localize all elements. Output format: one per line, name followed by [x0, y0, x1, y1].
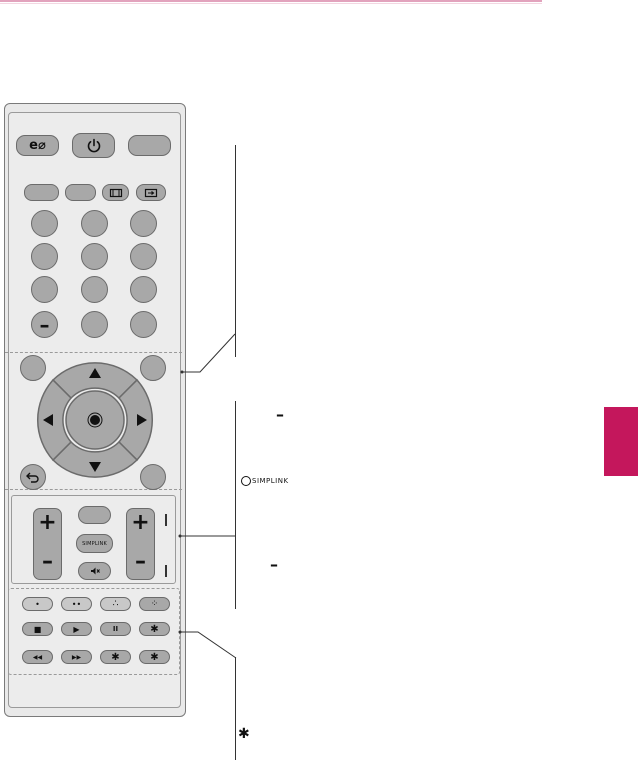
- navigation-ring: [36, 362, 154, 478]
- input-top-button[interactable]: [128, 135, 171, 156]
- bracket-line-2: [235, 401, 236, 609]
- legend-simplink-label: SIMPLINK: [252, 477, 289, 485]
- bracket-line-3: [235, 657, 236, 760]
- number-key-1[interactable]: [31, 210, 58, 237]
- ok-ring-icon: [87, 412, 103, 428]
- red-key-label: •: [35, 599, 40, 609]
- list-button[interactable]: [65, 184, 96, 201]
- tv-rad-button[interactable]: [24, 184, 59, 201]
- nav-section-box: [5, 352, 182, 490]
- volume-up-icon: +: [38, 510, 57, 535]
- number-key-0[interactable]: [81, 311, 108, 338]
- green-key[interactable]: ••: [61, 597, 92, 611]
- number-key-9[interactable]: [130, 276, 157, 303]
- blue-key-label: ⁘: [150, 599, 159, 609]
- stop-key[interactable]: ■: [22, 622, 53, 636]
- stop-icon: ■: [33, 624, 42, 634]
- legend-simplink: SIMPLINK: [241, 476, 289, 486]
- input-button[interactable]: [136, 184, 166, 201]
- blue-key[interactable]: ⁘: [139, 597, 170, 611]
- nav-left-button[interactable]: [36, 378, 73, 462]
- ok-icon: [90, 415, 100, 425]
- fast-forward-key[interactable]: ▶▶: [61, 650, 92, 664]
- green-key-label: ••: [71, 599, 82, 609]
- top-rule-light: [0, 3, 542, 4]
- fav-button[interactable]: [78, 506, 111, 524]
- arrow-up-icon: [89, 368, 101, 378]
- rewind-key[interactable]: ◀◀: [22, 650, 53, 664]
- volume-section-box: [11, 495, 176, 584]
- arrow-right-icon: [137, 414, 147, 426]
- channel-rocker[interactable]: + –: [126, 508, 155, 580]
- top-rule: [0, 0, 542, 2]
- number-key-4[interactable]: [31, 243, 58, 270]
- energy-saving-label: e⌀: [29, 138, 46, 153]
- number-key-5[interactable]: [81, 243, 108, 270]
- number-key-6[interactable]: [130, 243, 157, 270]
- play-icon: ▶: [73, 624, 80, 634]
- channel-up-indicator: [165, 514, 167, 526]
- quick-view-key[interactable]: [130, 311, 157, 338]
- power-button[interactable]: [72, 133, 115, 158]
- number-key-3[interactable]: [130, 210, 157, 237]
- leader-line-3: [178, 630, 237, 659]
- legend-minus-2: –: [270, 555, 278, 574]
- play-key[interactable]: ▶: [61, 622, 92, 636]
- channel-down-icon: –: [135, 549, 146, 574]
- minus-key[interactable]: –: [31, 311, 58, 338]
- ratio-icon: [109, 188, 122, 197]
- star-icon: ✱: [150, 651, 159, 663]
- legend-star: ✱: [238, 726, 250, 742]
- star-key-1[interactable]: ✱: [139, 622, 170, 636]
- number-key-7[interactable]: [31, 276, 58, 303]
- home-button[interactable]: [20, 355, 46, 381]
- star-key-2[interactable]: ✱: [100, 650, 131, 664]
- chapter-side-tab: [604, 407, 638, 476]
- red-key[interactable]: •: [22, 597, 53, 611]
- energy-saving-button[interactable]: e⌀: [16, 135, 59, 156]
- star-icon: ✱: [150, 623, 159, 635]
- volume-rocker[interactable]: + –: [33, 508, 62, 580]
- input-icon: [144, 188, 158, 197]
- star-icon: ✱: [111, 651, 120, 663]
- star-key-3[interactable]: ✱: [139, 650, 170, 664]
- channel-down-indicator: [165, 565, 167, 577]
- q-menu-button[interactable]: [140, 355, 166, 381]
- legend-minus-1: –: [276, 405, 284, 424]
- number-key-8[interactable]: [81, 276, 108, 303]
- back-icon: [26, 472, 39, 483]
- mute-icon: [90, 567, 100, 575]
- fast-forward-icon: ▶▶: [71, 653, 82, 661]
- yellow-key-label: ∴: [112, 599, 119, 609]
- minus-key-label: –: [39, 312, 50, 337]
- ratio-button[interactable]: [102, 184, 129, 201]
- leader-line-2: [178, 534, 236, 538]
- back-button[interactable]: [20, 464, 46, 490]
- leader-line-1: [180, 333, 236, 374]
- volume-down-icon: –: [42, 549, 53, 574]
- exit-button[interactable]: [140, 464, 166, 490]
- pause-key[interactable]: II: [100, 622, 131, 636]
- simplink-button[interactable]: SIMPLINK: [76, 534, 113, 553]
- rewind-icon: ◀◀: [32, 653, 43, 661]
- arrow-down-icon: [89, 462, 101, 472]
- arrow-left-icon: [43, 414, 53, 426]
- simplink-button-label: SIMPLINK: [82, 540, 107, 547]
- channel-up-icon: +: [131, 510, 150, 535]
- simplink-circle-icon: [241, 476, 251, 486]
- yellow-key[interactable]: ∴: [100, 597, 131, 611]
- number-key-2[interactable]: [81, 210, 108, 237]
- mute-button[interactable]: [78, 562, 111, 580]
- power-icon: [87, 138, 100, 152]
- pause-icon: II: [112, 625, 119, 633]
- bracket-line-1: [235, 145, 236, 357]
